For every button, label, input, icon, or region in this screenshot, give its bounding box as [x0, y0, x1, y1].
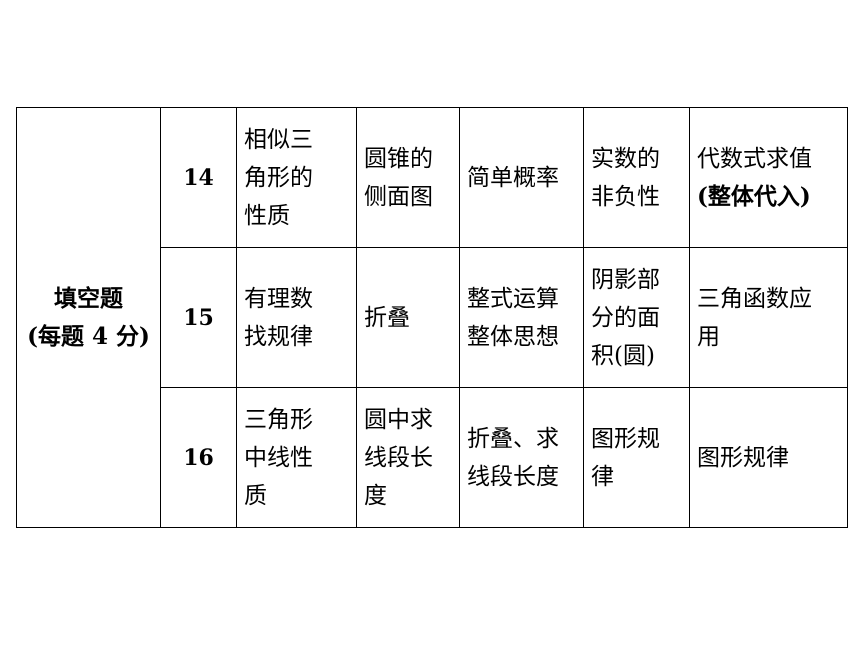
topic-line: 积(圆) [591, 342, 655, 369]
topic-cell: 图形规 律 [583, 387, 690, 528]
topic-line: 三角函数应 [697, 285, 812, 312]
topic-line: 整式运算 [467, 285, 559, 312]
topic-line: 实数的 [591, 145, 660, 172]
question-category-cell: 填空题 (每题 4 分) [16, 107, 161, 528]
topic-cell: 有理数 找规律 [236, 247, 357, 388]
exam-topic-table: 填空题 (每题 4 分) 14 相似三 角形的 性质 圆锥的 侧面图 简单概率 … [16, 107, 848, 528]
topic-line: 中线性 [244, 444, 313, 471]
table-row: 填空题 (每题 4 分) 14 相似三 角形的 性质 圆锥的 侧面图 简单概率 … [16, 107, 848, 528]
topic-cell: 阴影部 分的面 积(圆) [583, 247, 690, 388]
category-points: (每题 4 分) [27, 322, 150, 350]
topic-cell: 简单概率 [459, 107, 584, 248]
table-row: 15 有理数 找规律 折叠 整式运算 整体思想 阴影部 分的面 积(圆) 三角函… [17, 247, 848, 388]
topic-cell: 三角形 中线性 质 [236, 387, 357, 528]
topic-line: 图形规律 [697, 444, 789, 471]
topic-cell: 圆锥的 侧面图 [356, 107, 460, 248]
topic-line: 整体思想 [467, 323, 559, 350]
topic-cell: 圆中求 线段长 度 [356, 387, 460, 528]
topic-cell: 折叠、求 线段长度 [459, 387, 584, 528]
topic-cell: 相似三 角形的 性质 [236, 107, 357, 248]
topic-line: 圆中求 [364, 406, 433, 433]
topic-line: 折叠、求 [467, 425, 559, 452]
topic-cell: 整式运算 整体思想 [459, 247, 584, 388]
question-number: 16 [160, 387, 237, 528]
question-number: 14 [160, 107, 237, 248]
topic-cell: 图形规律 [689, 387, 848, 528]
topic-line: 阴影部 [591, 266, 660, 293]
topic-line: 分的面 [591, 304, 660, 331]
topic-line: 圆锥的 [364, 145, 433, 172]
topic-line: 图形规 [591, 425, 660, 452]
topic-cell: 代数式求值 (整体代入) [689, 107, 848, 248]
table-row: 16 三角形 中线性 质 圆中求 线段长 度 折叠、求 线段长度 图形规 律 图… [17, 387, 848, 528]
topic-line: 用 [697, 323, 720, 350]
topic-cell: 实数的 非负性 [583, 107, 690, 248]
question-number: 15 [160, 247, 237, 388]
topic-line: 性质 [244, 202, 290, 229]
topic-line: 度 [364, 482, 387, 509]
topic-line: 线段长 [364, 444, 433, 471]
topic-line: 律 [591, 463, 614, 490]
topic-line: 折叠 [364, 304, 410, 331]
topic-line: 非负性 [591, 183, 660, 210]
topic-line: 线段长度 [467, 463, 559, 490]
topic-line: 三角形 [244, 406, 313, 433]
topic-line: 代数式求值 [697, 145, 812, 172]
topic-line: 相似三 [244, 126, 313, 153]
topic-line: 找规律 [244, 323, 313, 350]
topic-line: 角形的 [244, 164, 313, 191]
topic-line: (整体代入) [697, 182, 811, 210]
topic-cell: 折叠 [356, 247, 460, 388]
topic-line: 质 [244, 482, 267, 509]
topic-line: 侧面图 [364, 183, 433, 210]
topic-cell: 三角函数应 用 [689, 247, 848, 388]
category-name: 填空题 [54, 284, 123, 312]
topic-line: 简单概率 [467, 164, 559, 191]
topic-line: 有理数 [244, 285, 313, 312]
